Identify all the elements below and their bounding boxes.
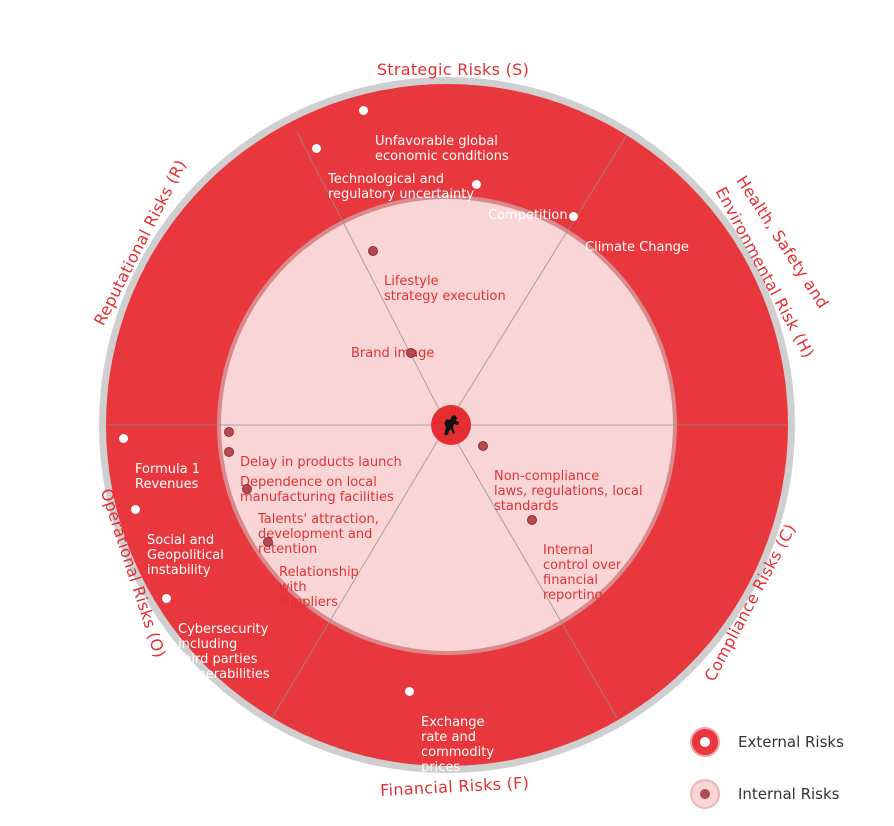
sector-dividers [107,131,787,719]
risk-cybersecurity: Cybersecurity including third parties vu… [162,592,270,682]
risk-delay-products-launch: Delay in products launch [224,425,402,470]
risk-brand-image: Brand image [351,346,435,361]
risk-internal-control: Internal control over financial reportin… [527,513,621,603]
risk-talents-attraction: Talents' attraction, development and ret… [242,482,379,557]
external-risk-legend-icon [690,727,720,757]
external-risk-dot [312,144,321,153]
external-risk-dot [569,212,578,221]
external-risk-dot [119,434,128,443]
external-risk-dot [405,687,414,696]
internal-risk-dot [527,515,537,525]
risk-unfavorable-economic: Unfavorable global economic conditions [359,104,509,164]
risk-dependence-facilities: Dependence on local manufacturing facili… [224,445,394,505]
legend-internal: Internal Risks [690,779,890,813]
prancing-horse-icon [437,411,465,439]
internal-risk-dot [368,246,378,256]
risk-exchange-rate: Exchange rate and commodity prices [405,685,494,775]
external-risk-dot [359,106,368,115]
risk-relationship-suppliers: Relationship with suppliers [263,535,359,610]
internal-risk-dot [242,484,252,494]
risk-social-geopolitical: Social and Geopolitical instability [131,503,224,578]
risk-competition: Competition [472,178,568,223]
external-risk-dot [472,180,481,189]
risk-formula1-revenues: Formula 1 Revenues [119,432,200,492]
external-risk-dot [162,594,171,603]
legend-external: External Risks [690,727,890,761]
risk-technological-regulatory: Technological and regulatory uncertainty [312,142,474,202]
internal-risk-dot [263,537,273,547]
risk-noncompliance: Non-compliance laws, regulations, local … [478,439,643,514]
risk-lifestyle-strategy: Lifestyle strategy execution [368,244,506,304]
legend-external-label: External Risks [738,733,844,751]
internal-risk-dot [224,447,234,457]
category-financial-label: Financial Risks (F) [380,773,530,800]
risk-climate-change: Climate Change [569,210,689,255]
internal-risk-dot [224,427,234,437]
internal-risk-dot [478,441,488,451]
internal-risk-legend-icon [690,779,720,809]
legend-internal-label: Internal Risks [738,785,840,803]
category-strategic-label: Strategic Risks (S) [377,60,529,79]
internal-risk-dot [406,348,416,358]
external-risk-dot [131,505,140,514]
